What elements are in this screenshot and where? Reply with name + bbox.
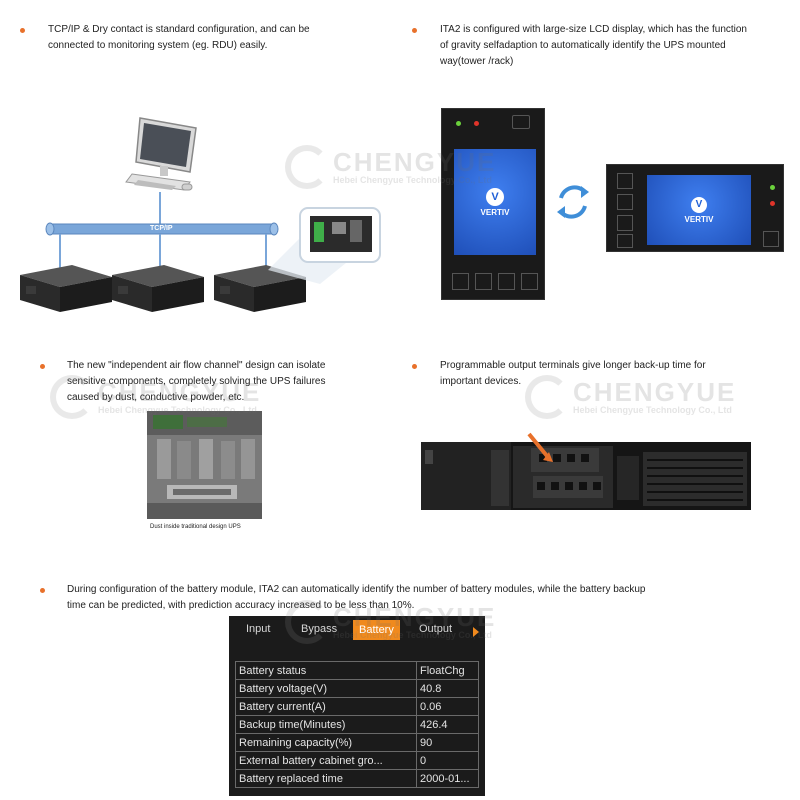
rack-nav-button-2[interactable] [617,194,633,210]
battery-row-value: 90 [416,733,479,752]
dusty-ups-photo [147,411,262,519]
nav-button-2[interactable] [475,273,492,290]
battery-row: Battery current(A)0.06 [235,697,479,716]
bullet-lcd [412,28,417,33]
lcd-screen-tower: V VERTIV [454,149,536,255]
power-button-icon[interactable] [512,115,530,129]
battery-row: Battery voltage(V)40.8 [235,679,479,698]
chevron-right-icon[interactable] [473,627,479,637]
vertiv-logo-rack-text: VERTIV [684,214,714,224]
rack-ups-rear-photo [421,432,751,510]
airflow-text: The new "independent air flow channel" d… [67,360,326,403]
tab-bypass[interactable]: Bypass [301,623,338,635]
bullet-tcp [20,28,25,33]
tcp-text: TCP/IP & Dry contact is standard configu… [48,24,310,51]
bullet-terminals [412,364,417,369]
tab-output[interactable]: Output [419,623,453,635]
rack-led-red-icon [770,201,775,206]
rack-nav-button-1[interactable] [617,173,633,189]
battery-row-value: 2000-01... [416,769,479,788]
battery-row-label: Battery replaced time [235,769,417,788]
battery-row-value: FloatChg [416,661,479,680]
battery-row-label: Remaining capacity(%) [235,733,417,752]
monitor-icon [125,117,197,191]
rack-nav-button-3[interactable] [617,215,633,231]
network-diagram [20,117,381,312]
battery-row-value: 40.8 [416,679,479,698]
battery-row: Remaining capacity(%)90 [235,733,479,752]
battery-row-value: 0 [416,751,479,770]
bullet-airflow [40,364,45,369]
rack-led-green-icon [770,185,775,190]
lcd-panel-tower: V VERTIV [441,108,545,300]
nav-button-3[interactable] [498,273,515,290]
battery-row: External battery cabinet gro...0 [235,751,479,770]
battery-row-value: 0.06 [416,697,479,716]
lcd-screen-rack: V VERTIV [647,175,751,245]
battery-row-label: External battery cabinet gro... [235,751,417,770]
bullet-battery [40,588,45,593]
battery-lcd-screen: Input Bypass Battery Output Battery stat… [229,616,485,796]
communication-card-zoom [299,207,381,263]
airflow-photo-caption: Dust inside traditional design UPS [150,524,241,530]
nav-button-4[interactable] [521,273,538,290]
nav-button-1[interactable] [452,273,469,290]
rack-power-button-icon[interactable] [763,231,779,247]
led-red-icon [474,121,479,126]
battery-row-label: Battery voltage(V) [235,679,417,698]
tcpip-bus-label: TCP/IP [150,225,173,232]
tab-battery[interactable]: Battery [353,620,400,640]
rotate-arrows-icon [557,185,589,219]
terminals-text: Programmable output terminals give longe… [440,360,706,387]
lcd-panel-rack: V VERTIV [606,164,784,252]
ups-unit-2 [112,265,204,312]
vertiv-logo-icon: V [486,187,504,206]
battery-row-label: Battery status [235,661,417,680]
battery-row-value: 426.4 [416,715,479,734]
rack-nav-button-4[interactable] [617,234,633,248]
tab-input[interactable]: Input [246,623,271,635]
lcd-tab-bar: Input Bypass Battery Output [229,616,485,646]
vertiv-logo-rack-icon: V [691,196,707,213]
battery-text: During configuration of the battery modu… [67,584,646,611]
battery-row-label: Battery current(A) [235,697,417,716]
battery-row: Backup time(Minutes)426.4 [235,715,479,734]
tcpip-bus [45,222,279,236]
lcd-text: ITA2 is configured with large-size LCD d… [440,24,747,67]
ups-unit-1 [20,265,112,312]
battery-row-label: Backup time(Minutes) [235,715,417,734]
vertiv-logo-text: VERTIV [480,207,510,217]
led-green-icon [456,121,461,126]
